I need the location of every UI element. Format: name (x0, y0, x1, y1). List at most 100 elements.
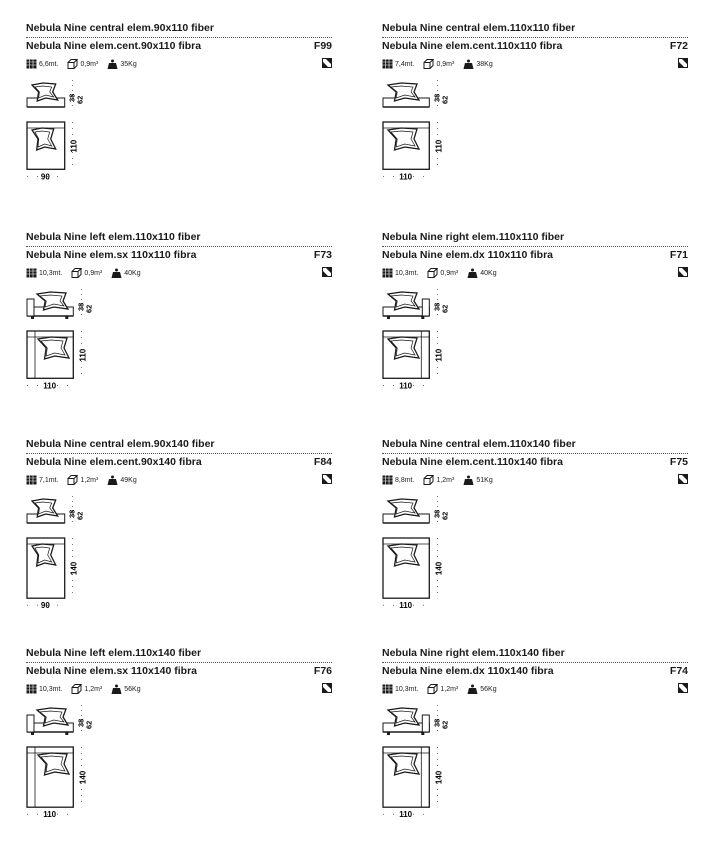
fabric-value: 7,4mt. (395, 60, 415, 68)
sofa-foot (65, 316, 69, 319)
seat-base (26, 97, 66, 108)
weight-value: 40Kg (480, 269, 497, 277)
dotted-divider (26, 662, 332, 663)
dotted-divider (382, 246, 688, 247)
product-title-en: Nebula Nine central elem.110x140 fiber (382, 438, 576, 450)
volume-box-icon (67, 475, 79, 485)
total-height-label: 62 (76, 96, 85, 104)
volume-box-icon (423, 475, 435, 485)
image-icon (322, 683, 332, 693)
weight-icon (111, 268, 122, 278)
sofa-foot (421, 732, 425, 735)
cushion-outline (36, 752, 71, 776)
depth-label: 110 (78, 348, 87, 361)
cushion-inner-outline (40, 339, 66, 357)
weight-icon (463, 475, 474, 485)
product-title-en: Nebula Nine right elem.110x110 fiber (382, 231, 565, 243)
armrest-left (26, 714, 35, 733)
product-specs: 10,3mt. 1,2m³ 56Kg (26, 683, 148, 695)
fabric-value: 10,3mt. (395, 685, 419, 693)
product-code: F73 (313, 249, 332, 261)
volume-value: 0,9m³ (440, 269, 459, 277)
cushion-inner-outline (390, 339, 416, 357)
product-title-it: Nebula Nine elem.dx 110x140 fibra (382, 665, 554, 677)
total-height-label: 62 (440, 512, 449, 520)
volume-value: 1,2m³ (440, 685, 459, 693)
fabric-value: 10,3mt. (39, 269, 63, 277)
armrest-right (421, 298, 430, 317)
volume-box-icon (427, 684, 439, 694)
product-code: F74 (669, 665, 688, 677)
seat-height-label: 38 (68, 94, 77, 102)
weight-value: 40Kg (124, 269, 141, 277)
dotted-divider (26, 246, 332, 247)
fabric-icon (382, 475, 393, 485)
dotted-divider (382, 662, 688, 663)
product-title-it: Nebula Nine elem.dx 110x110 fibra (382, 249, 554, 261)
volume-value: 1,2m³ (436, 476, 455, 484)
dotted-divider (382, 453, 688, 454)
cushion-inner-outline (34, 85, 55, 99)
image-icon (322, 58, 332, 68)
total-height-label: 62 (84, 305, 93, 313)
product-title-it: Nebula Nine elem.cent.110x140 fibra (382, 456, 563, 468)
sofa-foot (387, 732, 390, 735)
weight-value: 56Kg (480, 685, 497, 693)
seat-base (382, 513, 430, 524)
depth-label: 110 (434, 139, 443, 152)
product-specs: 10,3mt. 1,2m³ 56Kg (382, 683, 504, 695)
total-height-label: 62 (440, 305, 449, 313)
width-label: 110 (399, 810, 412, 819)
fabric-icon (26, 475, 37, 485)
seat-height-label: 38 (68, 510, 77, 518)
width-label: 110 (43, 381, 56, 390)
volume-value: 1,2m³ (84, 685, 103, 693)
fabric-value: 10,3mt. (395, 269, 419, 277)
cushion-inner-outline (390, 710, 416, 724)
fabric-icon (26, 684, 37, 694)
cushion-inner-outline (34, 546, 53, 564)
fabric-icon (26, 59, 37, 69)
depth-label: 110 (434, 348, 443, 361)
cushion-inner-outline (390, 501, 416, 515)
product-specs: 10,3mt. 0,9m³ 40Kg (382, 267, 504, 279)
width-label: 110 (399, 381, 412, 390)
weight-icon (111, 684, 122, 694)
volume-value: 1,2m³ (80, 476, 99, 484)
seat-height-label: 38 (76, 719, 85, 727)
cushion-inner-outline (39, 294, 65, 308)
volume-box-icon (423, 59, 435, 69)
fabric-icon (382, 59, 393, 69)
volume-box-icon (67, 59, 79, 69)
volume-value: 0,9m³ (84, 269, 103, 277)
image-icon (678, 474, 688, 484)
cushion-outline (386, 543, 421, 567)
width-label: 110 (43, 810, 56, 819)
sofa-foot (31, 316, 34, 319)
fabric-icon (26, 268, 37, 278)
image-icon (678, 58, 688, 68)
image-icon (678, 267, 688, 277)
seat-base (382, 97, 430, 108)
depth-label: 110 (70, 139, 79, 152)
weight-value: 38Kg (476, 60, 493, 68)
sofa-foot (421, 316, 425, 319)
dotted-divider (382, 37, 688, 38)
product-title-it: Nebula Nine elem.sx 110x140 fibra (26, 665, 198, 677)
weight-icon (463, 59, 474, 69)
product-specs: 7,1mt. 1,2m³ 49Kg (26, 474, 144, 486)
cushion-outline (386, 752, 421, 776)
cushion-inner-outline (390, 294, 416, 308)
product-specs: 7,4mt. 0,9m³ 38Kg (382, 58, 500, 70)
product-title-en: Nebula Nine central elem.90x110 fiber (26, 22, 214, 34)
